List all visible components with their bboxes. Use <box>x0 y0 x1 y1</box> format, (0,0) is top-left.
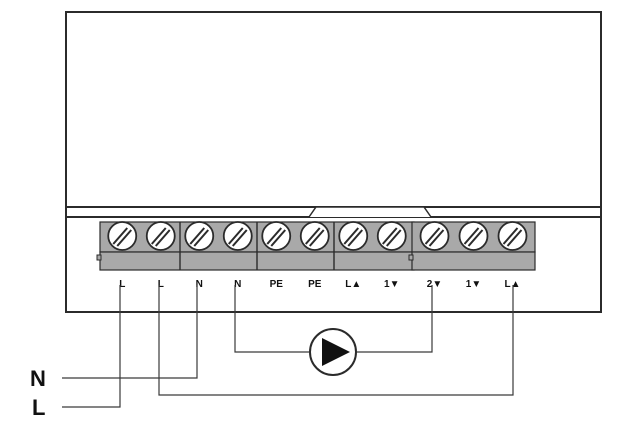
wire-pump-neutral <box>234 285 309 353</box>
block-right <box>408 221 536 271</box>
terminal-label: PE <box>308 279 322 290</box>
terminal-screw <box>184 221 215 251</box>
wiring <box>62 285 514 408</box>
terminal-screw <box>419 221 450 251</box>
terminal-screw <box>107 221 138 251</box>
pump-icon <box>309 328 357 376</box>
terminal-label: L▲ <box>345 279 361 290</box>
terminal-label: L <box>158 279 164 290</box>
terminal-label: N <box>234 279 241 290</box>
terminal-block-clip <box>408 254 414 261</box>
cover-tab <box>308 206 432 218</box>
live-supply-label: L <box>32 395 45 420</box>
terminal-screw <box>458 221 489 251</box>
neutral-supply-label: N <box>30 366 46 391</box>
wire-live-supply <box>62 285 121 408</box>
terminal-labels: L L N N PE PE L▲ 1▼ 2▼ 1▼ L▲ <box>119 279 520 290</box>
terminal-label: N <box>196 279 203 290</box>
terminal-label: 2▼ <box>427 279 442 290</box>
terminal-block-clip <box>96 254 102 261</box>
terminal-screw <box>497 221 528 251</box>
wire-neutral-supply <box>62 285 198 379</box>
terminal-label: L▲ <box>504 279 520 290</box>
terminal-screw <box>261 221 292 251</box>
terminal-label: 1▼ <box>384 279 399 290</box>
terminal-block-base <box>411 251 536 271</box>
wire-pump-switched <box>357 285 433 353</box>
block-left <box>96 221 415 271</box>
terminal-label: PE <box>270 279 284 290</box>
terminal-label: L <box>119 279 125 290</box>
wire-live-loop <box>158 285 514 396</box>
terminal-screw <box>338 221 369 251</box>
terminal-screw <box>376 221 407 251</box>
terminal-label: 1▼ <box>466 279 481 290</box>
terminal-screw <box>222 221 253 251</box>
terminal-blocks <box>96 221 536 271</box>
terminal-screw <box>145 221 176 251</box>
terminal-screw <box>299 221 330 251</box>
